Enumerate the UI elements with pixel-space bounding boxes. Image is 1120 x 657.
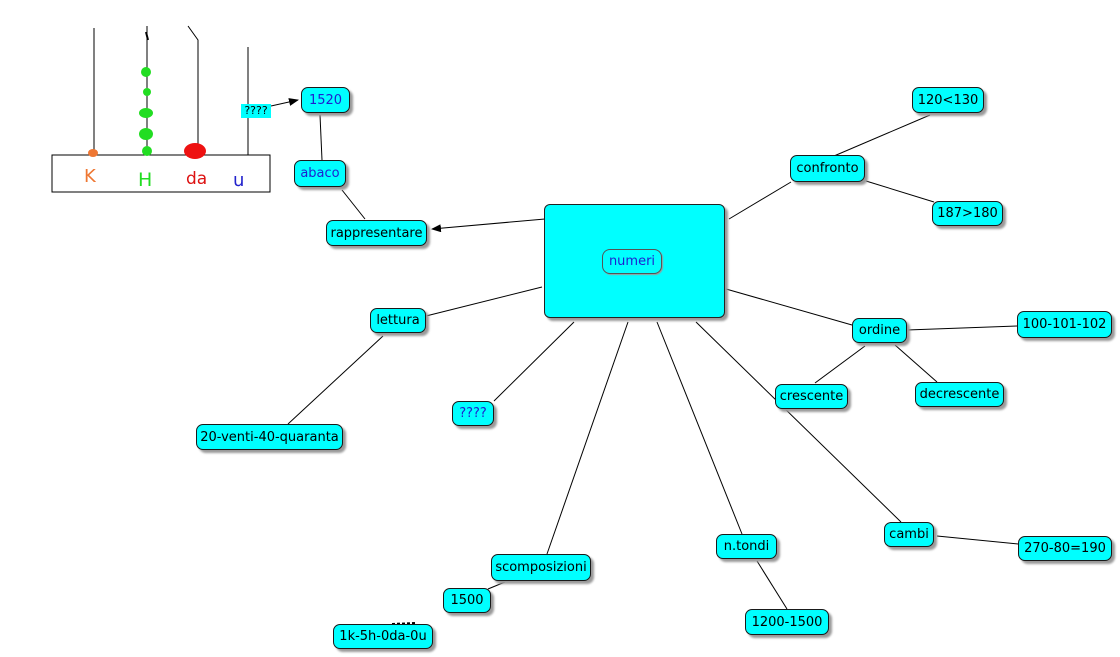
link-lettura-20 xyxy=(287,335,384,425)
abacus-base xyxy=(51,154,271,193)
bead-red xyxy=(184,143,206,159)
bead-green xyxy=(141,67,151,77)
link-root-ntondi xyxy=(656,321,743,535)
link-abaco-1520 xyxy=(319,114,323,161)
node-crescente[interactable]: crescente xyxy=(775,384,848,409)
abacus-drawing: K H da u xyxy=(51,25,271,193)
node-1200-1500[interactable]: 1200-1500 xyxy=(745,609,829,635)
node-abaco[interactable]: abaco xyxy=(294,160,346,187)
link-confronto-120 xyxy=(833,114,931,157)
abacus-rod-h-top xyxy=(145,31,149,41)
link-root-lettura xyxy=(425,286,543,317)
link-root-rappresentare xyxy=(431,218,546,233)
abacus-label-u: u xyxy=(233,170,244,191)
node-1500[interactable]: 1500 xyxy=(443,588,491,613)
abacus-question-label: ???? xyxy=(241,104,271,118)
link-question-1520 xyxy=(270,98,299,107)
bead-green xyxy=(142,146,152,156)
bead-green xyxy=(139,128,153,140)
link-scomposizioni-1500 xyxy=(487,581,506,590)
link-1500-1k5h xyxy=(391,622,417,625)
abacus-label-da: da xyxy=(186,169,207,189)
link-rappresentare-abaco xyxy=(341,189,366,220)
node-confronto[interactable]: confronto xyxy=(790,155,865,182)
bead-green xyxy=(143,88,151,96)
node-ordine[interactable]: ordine xyxy=(852,318,907,343)
link-ordine-decrescente xyxy=(894,344,938,383)
node-rappresentare[interactable]: rappresentare xyxy=(326,220,427,246)
link-root-confronto xyxy=(728,181,792,220)
node-cambi[interactable]: cambi xyxy=(884,522,934,547)
node-20-venti-40-quaranta[interactable]: 20-venti-40-quaranta xyxy=(196,424,343,450)
node-scomposizioni[interactable]: scomposizioni xyxy=(491,554,591,581)
node-decrescente[interactable]: decrescente xyxy=(915,382,1004,407)
link-ordine-crescente xyxy=(814,345,866,384)
link-ntondi-1200 xyxy=(756,560,788,610)
link-ordine-100 xyxy=(906,325,1018,331)
node-187-180[interactable]: 187>180 xyxy=(932,201,1003,226)
abacus-label-k: K xyxy=(84,166,97,187)
node-1520[interactable]: 1520 xyxy=(301,87,350,113)
link-cambi-270 xyxy=(936,535,1019,545)
link-root-cambi xyxy=(695,321,902,523)
node-lettura[interactable]: lettura xyxy=(370,308,426,333)
node-1k-5h-0da-0u[interactable]: 1k-5h-0da-0u xyxy=(333,624,433,649)
abacus-rod-da xyxy=(187,25,199,155)
node-question[interactable]: ???? xyxy=(452,401,494,426)
node-100-101-102[interactable]: 100-101-102 xyxy=(1017,311,1112,338)
node-numeri-label[interactable]: numeri xyxy=(602,249,662,274)
link-confronto-187 xyxy=(865,180,935,203)
link-root-scomposizioni xyxy=(546,321,629,555)
bead-orange xyxy=(88,149,98,157)
bead-green xyxy=(139,108,153,118)
link-root-question xyxy=(493,321,575,402)
node-270-80-190[interactable]: 270-80=190 xyxy=(1018,536,1112,561)
link-root-ordine xyxy=(725,288,853,326)
node-n-tondi[interactable]: n.tondi xyxy=(716,534,777,559)
abacus-label-h: H xyxy=(138,169,152,191)
node-120-130[interactable]: 120<130 xyxy=(912,87,984,113)
